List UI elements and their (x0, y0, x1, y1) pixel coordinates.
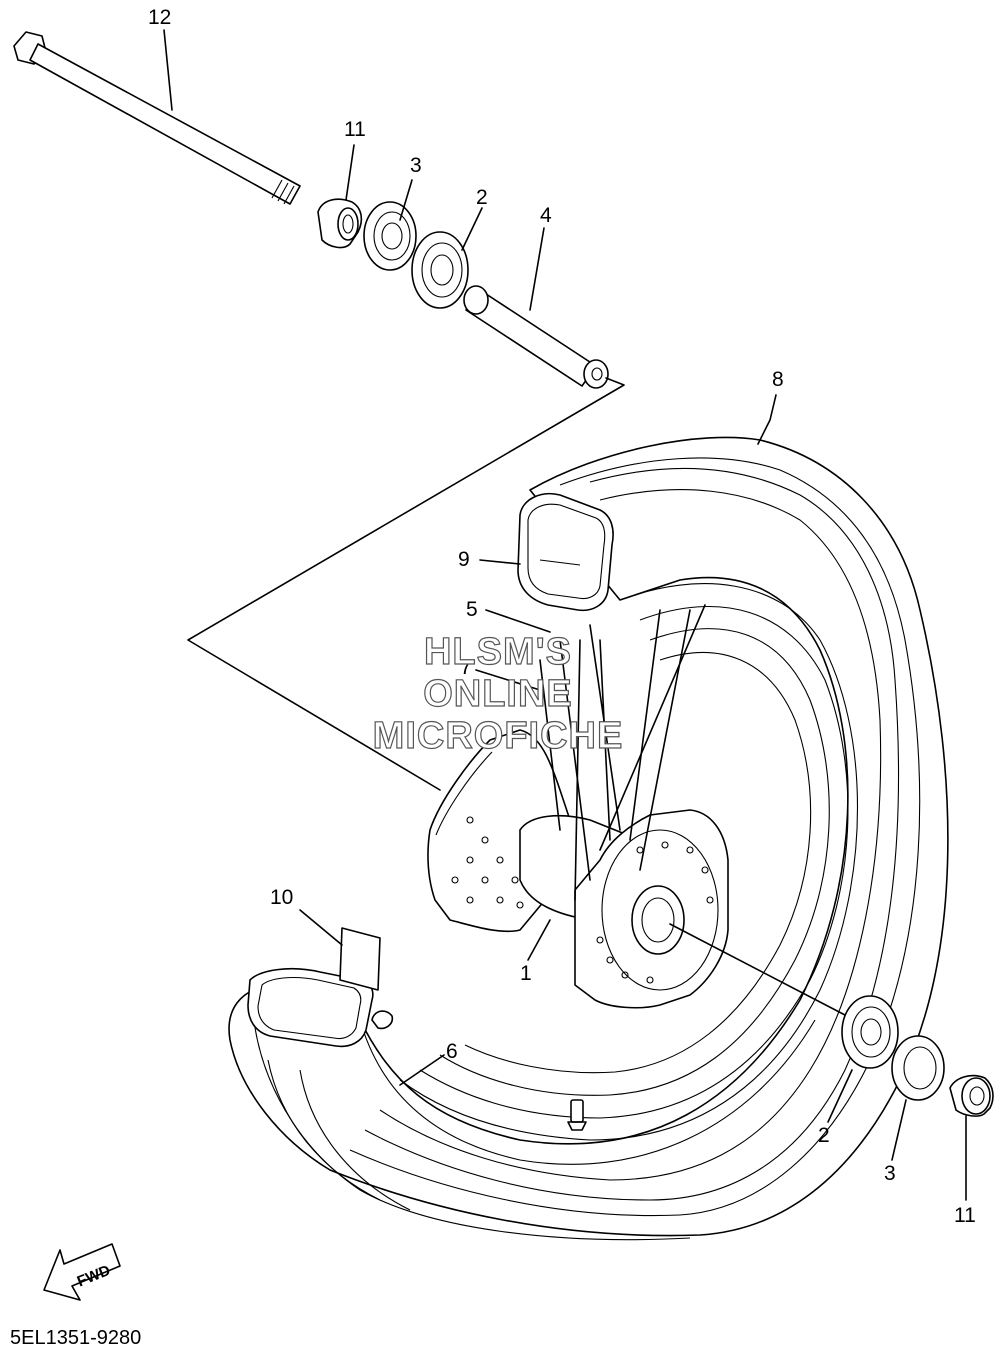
spokes (539, 604, 706, 901)
collar-part-lower (949, 1074, 994, 1117)
bearing-part (411, 231, 469, 309)
axle-part (13, 31, 301, 205)
callout-labels: 12 11 3 2 4 8 9 5 7 10 1 6 2 3 11 (148, 6, 976, 1227)
oil-seal-part-lower (891, 1035, 945, 1101)
valve-stem (567, 1099, 587, 1131)
callout-3: 3 (410, 154, 422, 177)
leader-lines (163, 29, 967, 1201)
hub-flange-holes (596, 841, 714, 984)
callout-12: 12 (148, 6, 171, 29)
callout-9: 9 (458, 548, 470, 571)
callout-2-lower: 2 (818, 1124, 830, 1147)
callout-1: 1 (520, 962, 532, 985)
callout-3-lower: 3 (884, 1162, 896, 1185)
callout-10: 10 (270, 886, 293, 909)
oil-seal-part (363, 201, 417, 271)
forward-arrow-icon: FWD (43, 1243, 121, 1301)
callout-11: 11 (344, 118, 366, 141)
rim-band-part (517, 493, 614, 612)
watermark-line-3: MICROFICHE (373, 715, 624, 757)
callout-6: 6 (446, 1040, 458, 1063)
reference-code: 5EL1351-9280 (10, 1327, 141, 1349)
disc-holes (451, 816, 524, 909)
rim-part (399, 583, 859, 1141)
rim-band-lower (247, 927, 394, 1048)
callout-2: 2 (476, 186, 488, 209)
callout-8: 8 (772, 368, 784, 391)
assembly-lines (187, 377, 846, 1016)
tire-part (228, 436, 949, 1241)
callout-4: 4 (540, 204, 552, 227)
callout-5: 5 (466, 598, 478, 621)
watermark: HLSM'S ONLINE MICROFICHE (372, 630, 624, 757)
watermark-line-1: HLSM'S (424, 631, 572, 673)
hub-part (519, 809, 729, 1009)
collar-part (317, 198, 363, 249)
watermark-line-2: ONLINE (423, 673, 573, 715)
bearing-part-lower (841, 995, 899, 1069)
callout-7: 7 (460, 656, 472, 679)
spacer-part (463, 285, 609, 389)
callout-11-lower: 11 (954, 1204, 976, 1227)
